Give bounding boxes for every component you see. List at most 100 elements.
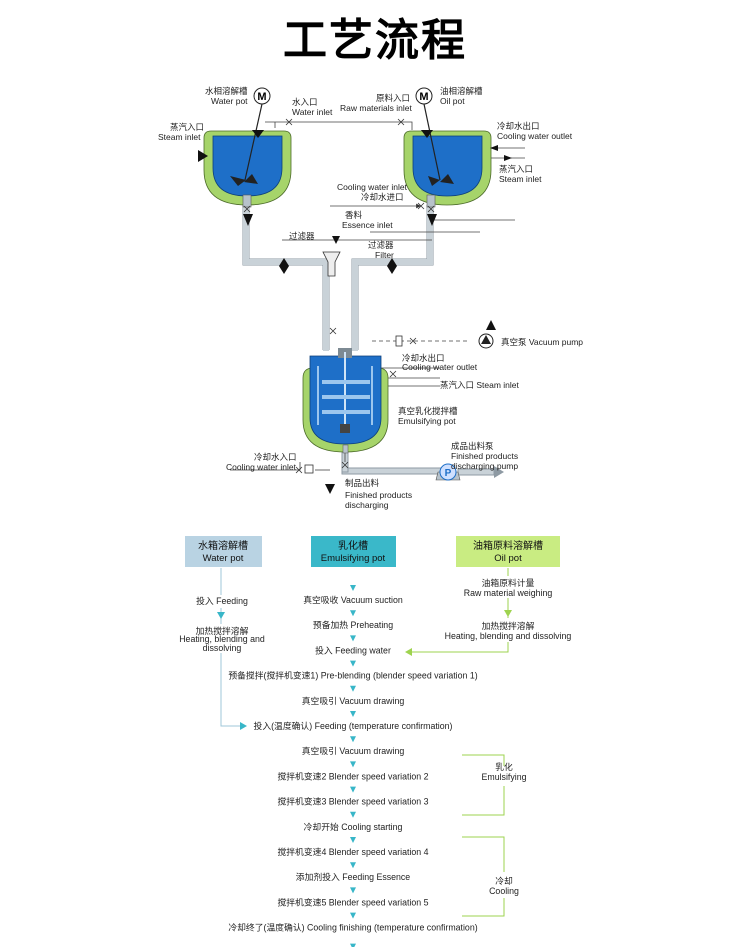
flow-arrow-icon <box>350 887 356 894</box>
flow-arrow-icon <box>350 786 356 793</box>
flow-arrow-icon <box>350 635 356 642</box>
main-step-1: 真空吸收 Vacuum suction <box>303 594 403 605</box>
flow-arrow-icon <box>350 736 356 743</box>
emulsifying-pot-label-en: Emulsifying pot <box>398 416 456 426</box>
main-step-4: 预备搅拌(搅拌机变速1) Pre-blending (blender speed… <box>228 670 477 681</box>
main-step-6: 投入(温度确认) Feeding (temperature confirmati… <box>254 720 453 731</box>
vacuum-pump-label: 真空泵 Vacuum pump <box>501 337 583 347</box>
water-pot-label-en: Water pot <box>211 96 248 106</box>
flow-arrow-icon <box>350 761 356 768</box>
valve-box-icon <box>304 464 314 474</box>
cool-out-right-zh: 冷却水出口 <box>497 121 540 131</box>
flow-arrow-icon <box>350 610 356 617</box>
vacuum-trap-icon <box>395 335 403 347</box>
svg-text:P: P <box>445 468 452 479</box>
raw-inlet-arrow-icon <box>421 130 433 138</box>
header-water-pot: 水箱溶解槽 Water pot <box>185 536 262 567</box>
oil-pot-label-zh: 油相溶解槽 <box>440 86 483 96</box>
water-pot-label-zh: 水相溶解槽 <box>205 86 248 96</box>
main-step-5: 真空吸引 Vacuum drawing <box>302 695 405 706</box>
product-out-zh: 制品出料 <box>345 478 380 488</box>
main-step-10: 冷却开始 Cooling starting <box>304 821 403 832</box>
water-pot[interactable] <box>203 103 292 208</box>
cool-in-bottom-zh: 冷却水入口 <box>254 452 297 462</box>
flow-arrow-icon <box>350 837 356 843</box>
main-step-14: 冷却终了(温度确认) Cooling finishing (temperatur… <box>228 922 477 933</box>
flow-arrow-icon <box>350 711 356 717</box>
discharge-pump-en2: discharging pump <box>451 461 518 471</box>
flow-arrow-icon <box>350 862 356 869</box>
oil-step-weigh-zh: 油箱原料计量 <box>482 577 535 588</box>
cool-in-top-zh: 冷却水进口 <box>361 192 404 202</box>
discharge-pump-zh: 成品出料泵 <box>451 441 494 451</box>
main-step-11: 搅拌机变速4 Blender speed variation 4 <box>277 846 428 857</box>
raw-inlet-zh: 原料入口 <box>376 93 410 103</box>
steam-left-arrow-icon <box>198 150 208 162</box>
discharge-pump[interactable]: P <box>435 463 461 481</box>
main-step-9: 搅拌机变速3 Blender speed variation 3 <box>277 796 428 807</box>
svg-text:Water pot: Water pot <box>203 553 244 564</box>
oil-step-weigh-en: Raw material weighing <box>464 588 553 598</box>
raw-inlet-en: Raw materials inlet <box>340 103 412 113</box>
main-step-7: 真空吸引 Vacuum drawing <box>302 745 405 756</box>
drain-arrow-right-icon <box>427 214 437 226</box>
product-out-arrow-icon <box>325 484 335 494</box>
cool-in-top-en: Cooling water inlet <box>337 182 408 192</box>
svg-text:乳化槽: 乳化槽 <box>338 539 368 552</box>
steam-right-arrow-icon <box>504 155 512 161</box>
emulsifying-pot-label-zh: 真空乳化搅拌槽 <box>398 406 458 416</box>
emulsifying-pot[interactable] <box>302 348 389 454</box>
page-title: 工艺流程 <box>283 15 467 66</box>
header-oil-pot: 油箱原料溶解槽 Oil pot <box>456 536 560 567</box>
flow-arrow-icon <box>350 912 356 919</box>
oil-step-heating-en: Heating, blending and dissolving <box>445 631 572 641</box>
oil-pot[interactable] <box>403 103 492 208</box>
discharge-pump-en1: Finished products <box>451 451 518 461</box>
essence-en: Essence inlet <box>342 220 393 230</box>
flow-arrow-icon <box>350 943 356 947</box>
svg-text:Emulsifying pot: Emulsifying pot <box>321 553 386 564</box>
water-step-heating-en2: dissolving <box>203 643 242 653</box>
main-step-13: 搅拌机变速5 Blender speed variation 5 <box>277 896 428 907</box>
steam-mid-label: 蒸汽入口 Steam inlet <box>440 380 520 390</box>
svg-text:油箱原料溶解槽: 油箱原料溶解槽 <box>473 539 543 552</box>
oil-pot-motor-icon: M <box>415 87 433 105</box>
water-inlet-en: Water inlet <box>292 107 333 117</box>
steam-inlet-left-en: Steam inlet <box>158 132 201 142</box>
svg-text:水箱溶解槽: 水箱溶解槽 <box>198 539 248 552</box>
cool-out-mid-en: Cooling water outlet <box>402 362 478 372</box>
water-inlet-arrow-icon <box>252 130 264 138</box>
product-out-en1: Finished products <box>345 490 412 500</box>
vacuum-pump[interactable] <box>478 320 496 349</box>
cool-out-right-en: Cooling water outlet <box>497 131 573 141</box>
filter-right-zh: 过滤器 <box>368 240 394 250</box>
flow-arrow-icon <box>350 660 356 667</box>
water-pot-motor-icon: M <box>253 87 271 105</box>
valves <box>243 118 435 474</box>
water-step-heating-zh: 加热搅拌溶解 <box>196 625 249 636</box>
water-inlet-zh: 水入口 <box>292 97 318 107</box>
water-step-heating-en1: Heating, blending and <box>179 634 265 644</box>
header-emulsifying-pot: 乳化槽 Emulsifying pot <box>311 536 396 567</box>
water-step-feeding: 投入 Feeding <box>196 595 248 606</box>
cool-in-bottom-en: Cooling water inlet <box>226 462 297 472</box>
main-step-12: 添加剂投入 Feeding Essence <box>296 871 411 882</box>
phase-emulsify-en: Emulsifying <box>482 772 527 782</box>
svg-text:Oil pot: Oil pot <box>494 553 522 564</box>
cool-out-mid-zh: 冷却水出口 <box>402 353 445 363</box>
flow-arrow-icon <box>350 811 356 818</box>
phase-cooling-en: Cooling <box>489 886 519 896</box>
steam-inlet-left-zh: 蒸汽入口 <box>170 122 204 132</box>
essence-arrow-icon <box>332 236 340 244</box>
oil-pot-label-en: Oil pot <box>440 96 465 106</box>
main-step-8: 搅拌机变速2 Blender speed variation 2 <box>277 770 428 781</box>
essence-funnel-icon <box>322 251 341 277</box>
filter-right-en: Filter <box>375 250 394 260</box>
cool-out-right-arrow-icon <box>490 145 498 151</box>
essence-zh: 香料 <box>345 210 363 220</box>
flow-arrow-icon <box>350 685 356 692</box>
oil-step-heating-zh: 加热搅拌溶解 <box>482 620 535 631</box>
steam-right-en: Steam inlet <box>499 174 542 184</box>
